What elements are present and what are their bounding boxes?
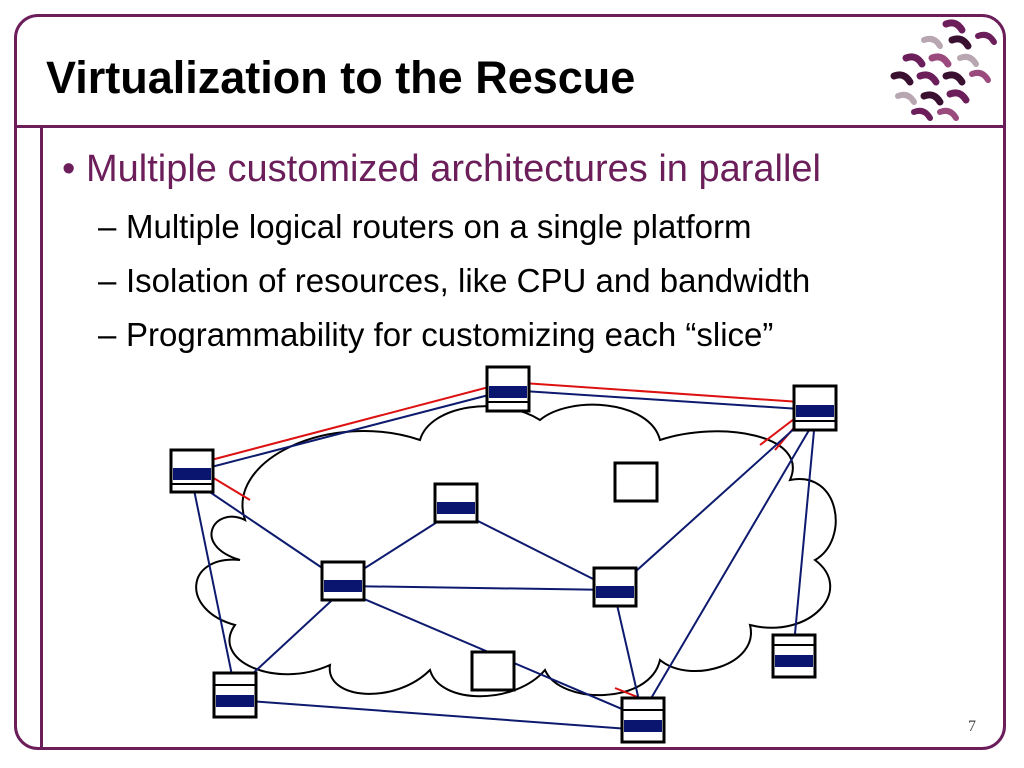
physical-link	[191, 479, 344, 583]
physical-link	[191, 389, 509, 473]
sub-marker: –	[98, 208, 117, 245]
sub-bullet-text: Isolation of resources, like CPU and ban…	[126, 262, 811, 299]
bullet-marker: •	[62, 148, 76, 190]
main-bullet: •Multiple customized architectures in pa…	[62, 148, 821, 191]
network-cloud	[195, 403, 837, 698]
sub-bullet: –Programmability for customizing each “s…	[98, 316, 773, 354]
router-icon	[320, 560, 366, 602]
physical-link	[507, 389, 816, 411]
slice-link	[507, 381, 816, 404]
slice-link	[191, 381, 509, 466]
sub-marker: –	[98, 262, 117, 299]
router-icon	[620, 696, 666, 744]
empty-node-icon	[470, 650, 516, 692]
router-icon	[485, 365, 531, 413]
sub-bullet: –Isolation of resources, like CPU and ba…	[98, 262, 810, 300]
sub-bullet-text: Multiple logical routers on a single pla…	[126, 208, 752, 245]
physical-link	[191, 479, 236, 691]
slide-frame	[14, 14, 1006, 750]
physical-link	[234, 699, 644, 731]
sub-marker: –	[98, 316, 117, 353]
router-icon	[212, 671, 258, 719]
title-divider	[14, 125, 1006, 128]
empty-node-icon	[613, 461, 659, 503]
main-bullet-text: Multiple customized architectures in par…	[86, 148, 821, 190]
page-number: 7	[968, 718, 976, 735]
router-icon	[792, 384, 838, 432]
left-divider	[40, 127, 43, 748]
physical-link	[642, 419, 816, 713]
physical-link	[455, 509, 616, 591]
sub-bullet-text: Programmability for customizing each “sl…	[126, 316, 774, 353]
sub-bullet: –Multiple logical routers on a single pl…	[98, 208, 751, 246]
router-icon	[771, 633, 817, 679]
swirl-logo-icon	[890, 19, 997, 121]
slide-title: Virtualization to the Rescue	[46, 52, 636, 103]
physical-link	[342, 585, 616, 591]
router-icon	[592, 566, 638, 608]
router-icon	[433, 482, 479, 524]
physical-link	[614, 409, 816, 591]
router-icon	[169, 448, 215, 494]
physical-link	[792, 419, 816, 656]
